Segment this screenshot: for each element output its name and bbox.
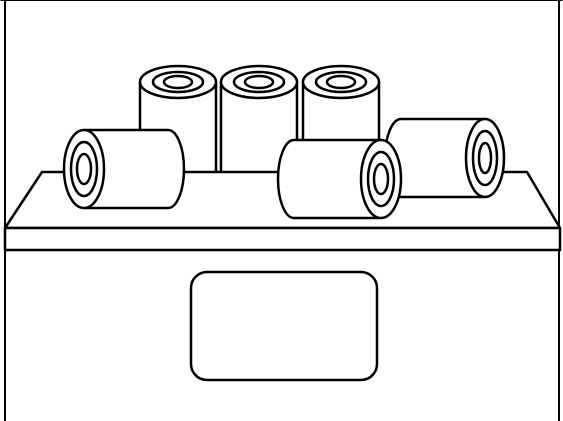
standing-roll-middle — [219, 64, 299, 190]
blank-label-panel — [189, 270, 379, 382]
lying-roll-left — [62, 128, 186, 210]
lying-roll-right-back — [383, 117, 506, 199]
lying-roll-center — [276, 138, 403, 220]
